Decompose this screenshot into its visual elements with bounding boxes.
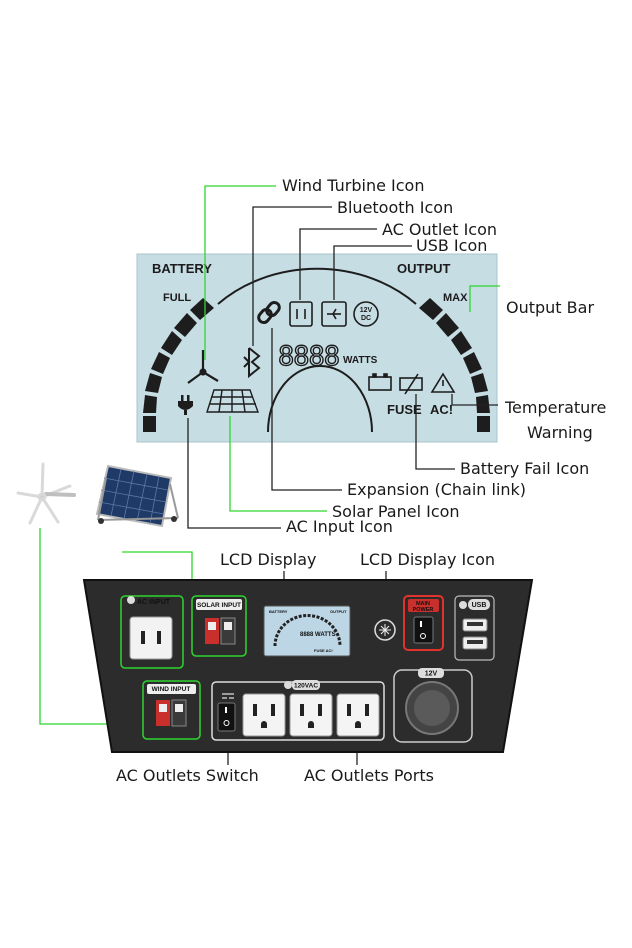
lcd-battery-label: BATTERY: [152, 261, 212, 276]
lcd-enlarged: BATTERY OUTPUT FULL MAX: [136, 253, 498, 443]
output-segment: [463, 352, 482, 374]
output-segment: [436, 313, 459, 337]
output-bar: [419, 298, 490, 432]
wind-input-label: WIND INPUT: [152, 686, 191, 693]
label-battery-fail-icon: Battery Fail Icon: [460, 459, 589, 478]
svg-text:MAIN: MAIN: [416, 601, 430, 607]
control-panel: AC INPUT SOLAR INPUT BATTERY OUTPUT 8888…: [82, 579, 534, 753]
label-ac-input-icon: AC Input Icon: [286, 517, 393, 536]
leader-solar-panel: [229, 416, 327, 512]
label-solar-panel-icon: Solar Panel Icon: [332, 502, 460, 521]
lcd-fuse-label: FUSE: [387, 402, 422, 417]
output-segment: [476, 395, 490, 413]
lcd-max-label: MAX: [443, 292, 468, 304]
battery-icon: [368, 373, 392, 391]
output-segment: [477, 416, 490, 432]
leader-wind-turbine: [204, 185, 276, 360]
svg-text:DC: DC: [361, 315, 371, 322]
battery-segment: [143, 395, 157, 413]
solar-panel-image: [95, 464, 179, 528]
usb-icon: [321, 301, 347, 327]
ac-outlet-2[interactable]: [289, 693, 333, 737]
dc-12v-icon: 12V DC: [353, 301, 379, 327]
svg-text:OUTPUT: OUTPUT: [330, 609, 347, 614]
lcd-outer-arc: [217, 267, 417, 305]
ac-input-plug-icon: [178, 395, 193, 415]
label-bluetooth-icon: Bluetooth Icon: [337, 198, 453, 217]
leader-ac-input: [187, 418, 281, 529]
battery-segment: [151, 352, 170, 374]
svg-text:8888 WATTS: 8888 WATTS: [300, 632, 336, 638]
label-output-bar: Output Bar: [506, 298, 594, 317]
label-ac-outlets-switch: AC Outlets Switch: [116, 766, 259, 785]
bluetooth-icon: [243, 347, 261, 379]
svg-text:12V: 12V: [360, 307, 373, 314]
mini-lcd: [263, 605, 351, 657]
output-segment: [419, 298, 443, 320]
ac-outlet-3[interactable]: [336, 693, 380, 737]
callout-labels: Wind Turbine Icon Bluetooth Icon AC Outl…: [116, 176, 606, 785]
battery-segment: [174, 313, 197, 337]
ac-input-receptacle: [129, 616, 173, 660]
battery-segment: [145, 373, 162, 393]
svg-text:BATTERY: BATTERY: [269, 609, 288, 614]
label-temperature-warning-2: Warning: [527, 423, 593, 442]
temperature-warning-icon: [430, 372, 456, 393]
leader-ac-outlet: [299, 228, 377, 300]
lcd-digits: 8888: [278, 341, 340, 372]
wind-turbine-icon: [187, 350, 219, 384]
label-ac-outlets-ports: AC Outlets Ports: [304, 766, 434, 785]
v12-label: 12V: [425, 671, 438, 678]
ac-outlet-1[interactable]: [242, 693, 286, 737]
svg-text:POWER: POWER: [413, 607, 434, 613]
leader-bluetooth: [252, 206, 332, 346]
battery-segment: [143, 416, 156, 432]
label-usb-icon: USB Icon: [416, 236, 487, 255]
vac-label: 120VAC: [294, 683, 318, 690]
battery-segment: [190, 298, 214, 320]
label-lcd-display-icon: LCD Display Icon: [360, 550, 495, 569]
leader-output-bar: [469, 285, 500, 312]
solar-input-label: SOLAR INPUT: [197, 602, 241, 609]
wind-turbine-image: [16, 462, 76, 525]
svg-text:FUSE AC!: FUSE AC!: [314, 648, 333, 653]
leader-temperature: [451, 394, 498, 406]
lcd-background: [136, 253, 498, 443]
ac-input-label: AC INPUT: [137, 599, 171, 606]
usb-label: USB: [472, 602, 487, 609]
solar-panel-icon: [206, 389, 259, 413]
lcd-full-label: FULL: [163, 292, 191, 304]
main-power-switch[interactable]: [413, 616, 434, 644]
leader-usb: [333, 245, 412, 300]
lcd-ac-label: AC!: [430, 402, 453, 417]
leader-expansion: [271, 328, 342, 491]
label-temperature-warning-1: Temperature: [504, 398, 606, 417]
lcd-inner-arch: [267, 365, 373, 433]
battery-fail-icon: [399, 373, 423, 395]
label-ac-outlet-icon: AC Outlet Icon: [382, 220, 497, 239]
ac-outlet-icon: [289, 301, 313, 327]
leader-battery-fail: [415, 394, 455, 470]
lcd-output-label: OUTPUT: [397, 261, 451, 276]
ac-outlets-switch[interactable]: [217, 702, 236, 732]
output-segment: [471, 373, 488, 393]
label-expansion: Expansion (Chain link): [347, 480, 526, 499]
output-segment: [451, 331, 472, 355]
battery-bar: [143, 298, 214, 432]
label-wind-turbine-icon: Wind Turbine Icon: [282, 176, 424, 195]
lcd-watts-label: WATTS: [343, 355, 378, 366]
battery-segment: [161, 331, 182, 355]
label-lcd-display: LCD Display: [220, 550, 316, 569]
chain-link-icon: [257, 300, 281, 325]
